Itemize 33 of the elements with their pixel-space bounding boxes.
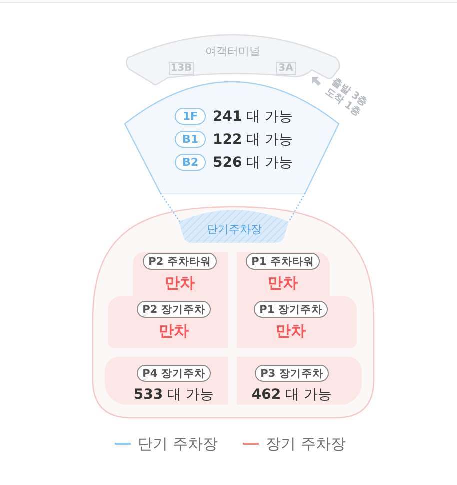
hatched-area [178, 209, 291, 244]
zone-tag: P3 장기주차 [254, 365, 330, 382]
dotted-line [288, 193, 306, 223]
direction-text: 출발 3층 도착 1층 [322, 76, 370, 120]
dotted-line [160, 193, 181, 223]
zone-tag: P4 장기주차 [136, 365, 212, 382]
zone-tag: P2 주차타워 [142, 253, 218, 270]
floor-tag: 1F [175, 108, 206, 125]
legend-text: 장기 주차장 [266, 435, 346, 453]
zone-tag: P1 주차타워 [246, 253, 320, 270]
parking-zone [108, 296, 228, 348]
floor-tag: B2 [175, 154, 206, 171]
parking-zone [237, 296, 357, 348]
floor-tag: B1 [175, 131, 206, 148]
availability-text: 462 대 가능 [252, 386, 332, 404]
availability-text: 526 대 가능 [213, 154, 294, 172]
status-text: 만차 [159, 322, 189, 340]
zone-tag: P1 장기주차 [254, 301, 328, 318]
availability-text: 122 대 가능 [213, 130, 294, 148]
status-text: 만차 [276, 322, 306, 340]
parking-zone [105, 357, 228, 405]
legend-text: 단기 주차장 [138, 435, 218, 453]
availability-text: 533 대 가능 [134, 386, 214, 404]
parking-zone [237, 357, 362, 405]
parking-zone [133, 252, 228, 296]
zone-tag: P2 장기주차 [136, 301, 212, 318]
status-text: 만차 [165, 274, 195, 292]
area-label: 단기주차장 [207, 222, 262, 236]
parking-zone [237, 252, 330, 296]
status-text: 만차 [268, 274, 298, 292]
parking-lot-outline [91, 205, 376, 420]
availability-text: 241 대 가능 [213, 108, 294, 126]
terminal-title: 여객터미널 [206, 44, 260, 58]
